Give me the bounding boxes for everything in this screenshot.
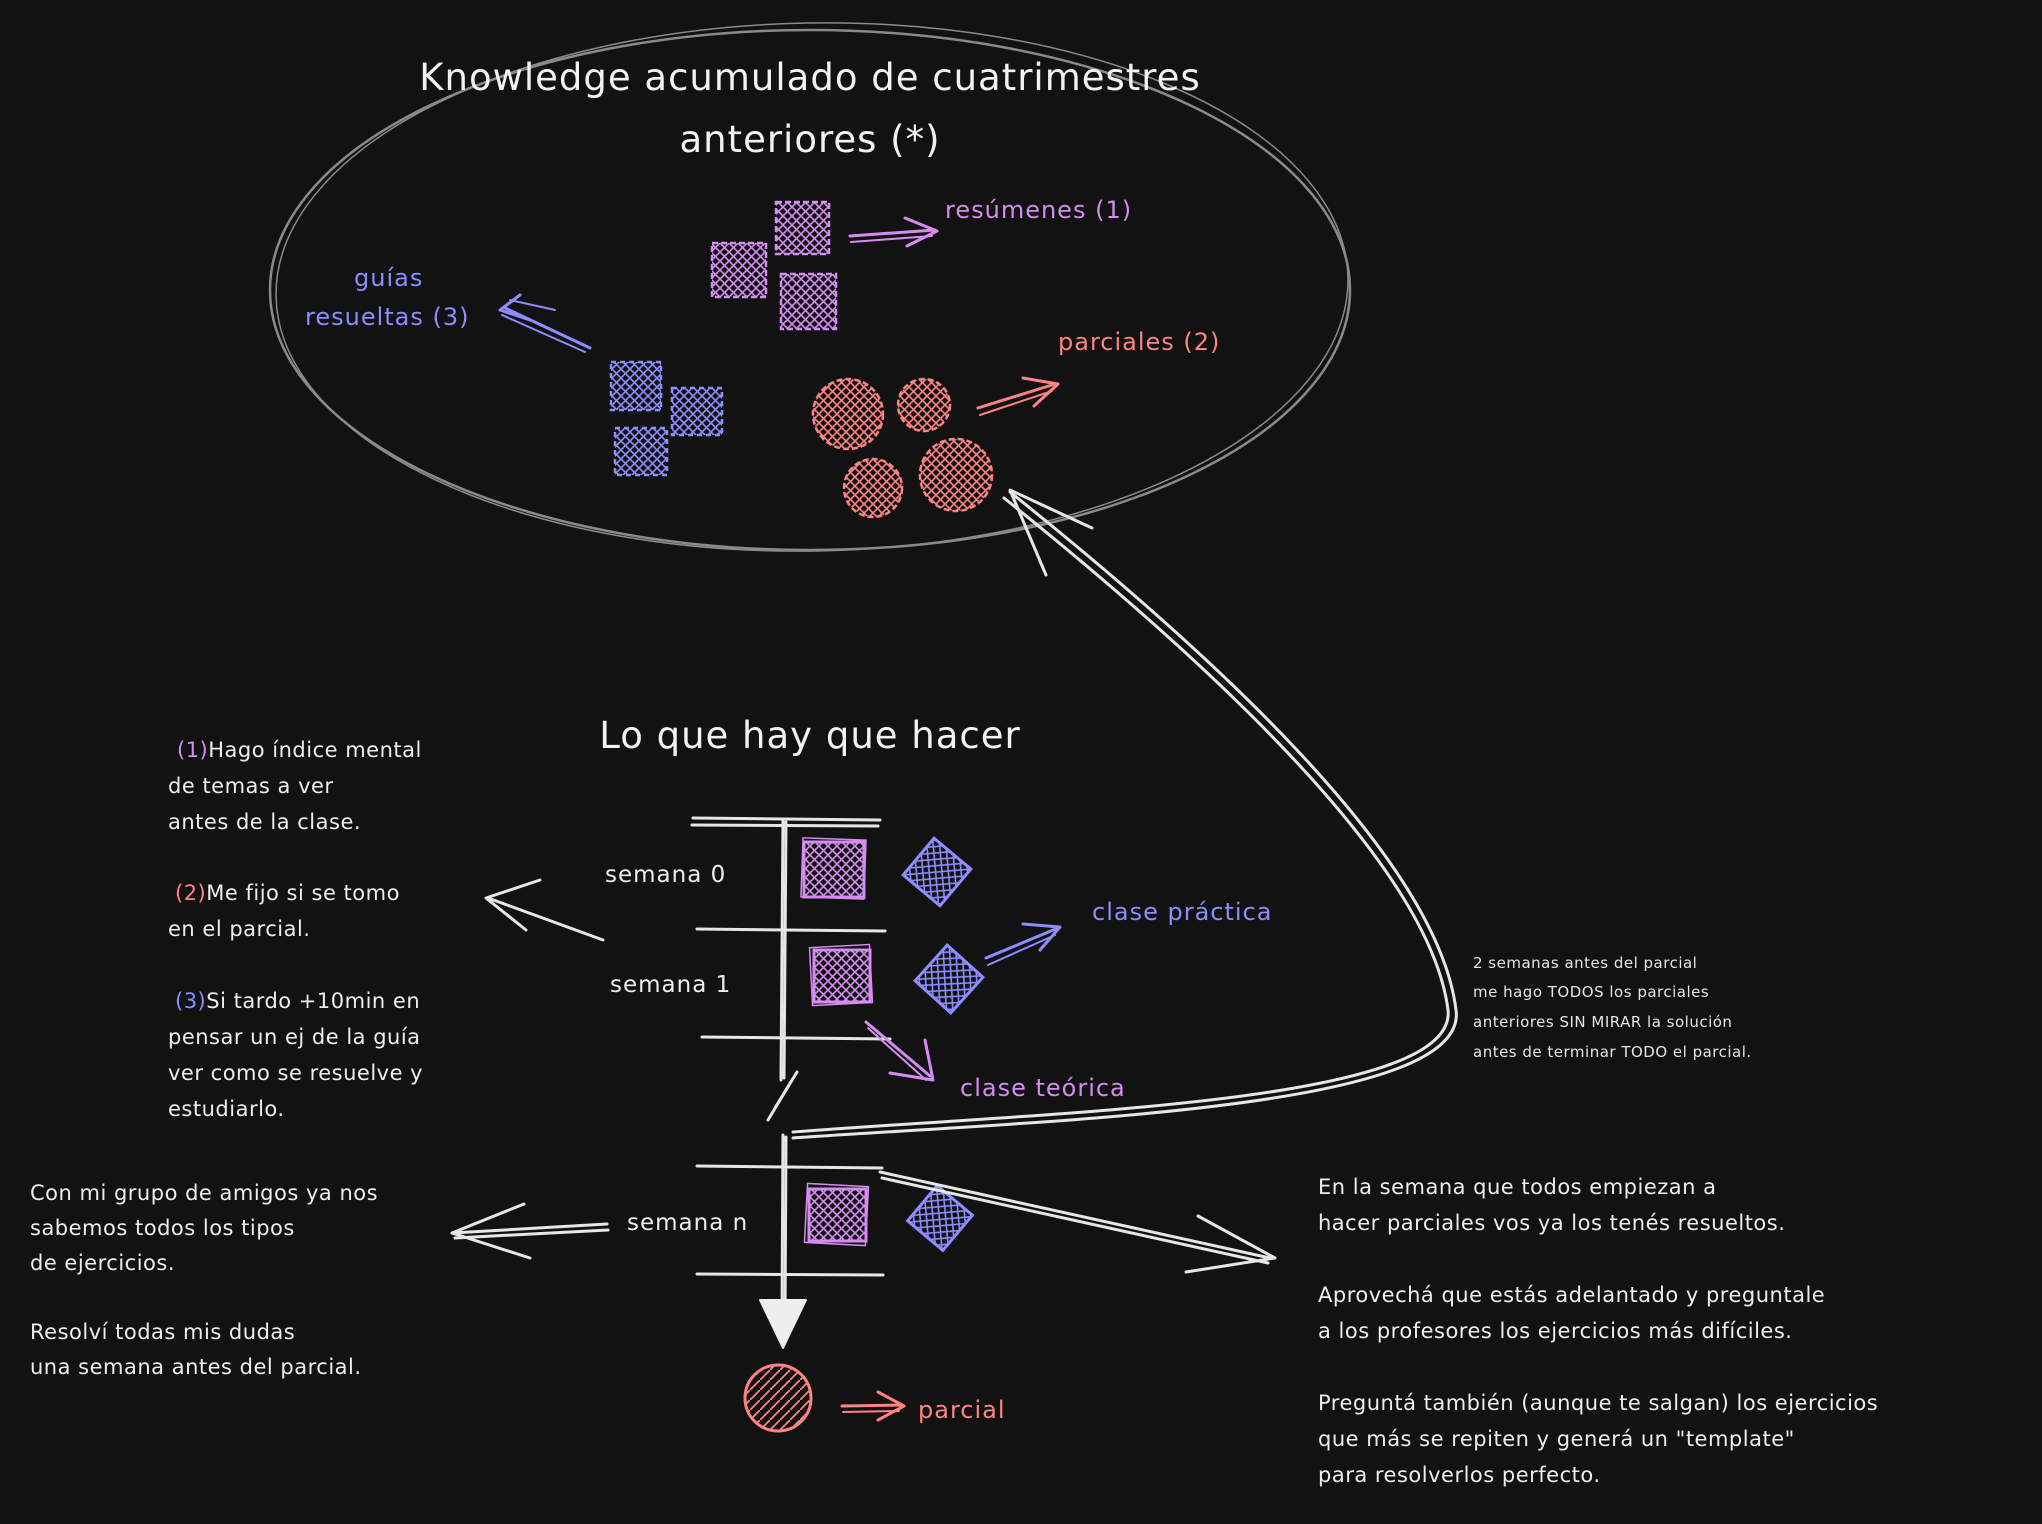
parciales-arrow	[976, 376, 1060, 416]
note-2-line2: en el parcial.	[168, 917, 310, 941]
bottom-right-line5: Preguntá también (aunque te salgan) los …	[1318, 1391, 1878, 1415]
note-3-line2: pensar un ej de la guía	[168, 1025, 421, 1049]
note-3-line3: ver como se resuelve y	[168, 1061, 423, 1085]
guias-squares	[609, 360, 724, 477]
bottom-left-line1: Con mi grupo de amigos ya nos	[30, 1181, 378, 1205]
note-1-number: (1)	[177, 738, 208, 762]
knowledge-title-line1: Knowledge acumulado de cuatrimestres	[419, 56, 1200, 99]
note-3-line1: (3)Si tardo +10min en	[175, 989, 420, 1013]
note-1-text: Hago índice mental	[208, 738, 422, 762]
timeline-arrowhead	[759, 1299, 807, 1349]
right-note-line4: antes de terminar TODO el parcial.	[1473, 1043, 1752, 1061]
guias-label-line2: resueltas (3)	[305, 303, 470, 331]
timeline-axis	[766, 818, 799, 1320]
clase-teorica-label: clase teórica	[960, 1074, 1126, 1102]
parcial-arrow	[840, 1390, 906, 1422]
weekn-left-arrow	[450, 1202, 610, 1260]
clase-practica-arrow	[984, 922, 1062, 966]
note-2-line1: (2)Me fijo si se tomo	[175, 881, 400, 905]
bottom-right-line2: hacer parciales vos ya los tenés resuelt…	[1318, 1211, 1785, 1235]
week-1-squares	[808, 942, 986, 1016]
right-note-line2: me hago TODOS los parciales	[1473, 983, 1709, 1001]
clase-practica-label: clase práctica	[1092, 898, 1272, 926]
bottom-right-line7: para resolverlos perfecto.	[1318, 1463, 1601, 1487]
note-2-number: (2)	[175, 881, 206, 905]
week-1-label: semana 1	[610, 972, 731, 998]
knowledge-title-line2: anteriores (*)	[679, 118, 940, 161]
note-1-line1: (1)Hago índice mental	[177, 738, 422, 762]
bottom-right-line6: que más se repiten y generá un "template…	[1318, 1427, 1795, 1451]
note-2-text: Me fijo si se tomo	[206, 881, 400, 905]
parciales-circles	[811, 377, 994, 519]
note-1-line3: antes de la clase.	[168, 810, 361, 834]
clase-teorica-arrow	[864, 1020, 935, 1082]
week-n-squares	[803, 1182, 975, 1253]
bottom-left-line3: de ejercicios.	[30, 1251, 175, 1275]
parciales-label: parciales (2)	[1058, 328, 1220, 356]
parcial-label: parcial	[918, 1396, 1006, 1424]
right-note-line1: 2 semanas antes del parcial	[1473, 954, 1697, 972]
week-n-label: semana n	[627, 1210, 748, 1236]
note-3-line4: estudiarlo.	[168, 1097, 285, 1121]
note-1-line2: de temas a ver	[168, 774, 334, 798]
week-0-squares	[800, 836, 973, 908]
note-3-text: Si tardo +10min en	[206, 989, 420, 1013]
resumenes-squares	[710, 200, 838, 331]
weekn-right-arrow	[878, 1170, 1277, 1274]
guias-label-line1: guías	[354, 264, 423, 292]
bottom-right-line3: Aprovechá que estás adelantado y pregunt…	[1318, 1283, 1825, 1307]
knowledge-ellipse	[268, 22, 1352, 552]
resumenes-arrow	[848, 216, 939, 248]
plan-title: Lo que hay que hacer	[599, 714, 1021, 757]
bottom-right-line1: En la semana que todos empiezan a	[1318, 1175, 1717, 1199]
week-0-label: semana 0	[605, 862, 726, 888]
note-3-number: (3)	[175, 989, 206, 1013]
bottom-left-line5: una semana antes del parcial.	[30, 1355, 362, 1379]
bottom-left-line4: Resolví todas mis dudas	[30, 1320, 295, 1344]
bottom-right-line4: a los profesores los ejercicios más difí…	[1318, 1319, 1792, 1343]
two-weeks-curve-arrow	[791, 488, 1458, 1140]
week-separators	[690, 816, 892, 1277]
bottom-left-line2: sabemos todos los tipos	[30, 1216, 295, 1240]
right-note-line3: anteriores SIN MIRAR la solución	[1473, 1013, 1732, 1031]
guias-arrow	[498, 293, 592, 353]
week1-left-arrow	[484, 878, 605, 942]
parcial-circle	[743, 1363, 813, 1433]
resumenes-label: resúmenes (1)	[945, 196, 1132, 224]
